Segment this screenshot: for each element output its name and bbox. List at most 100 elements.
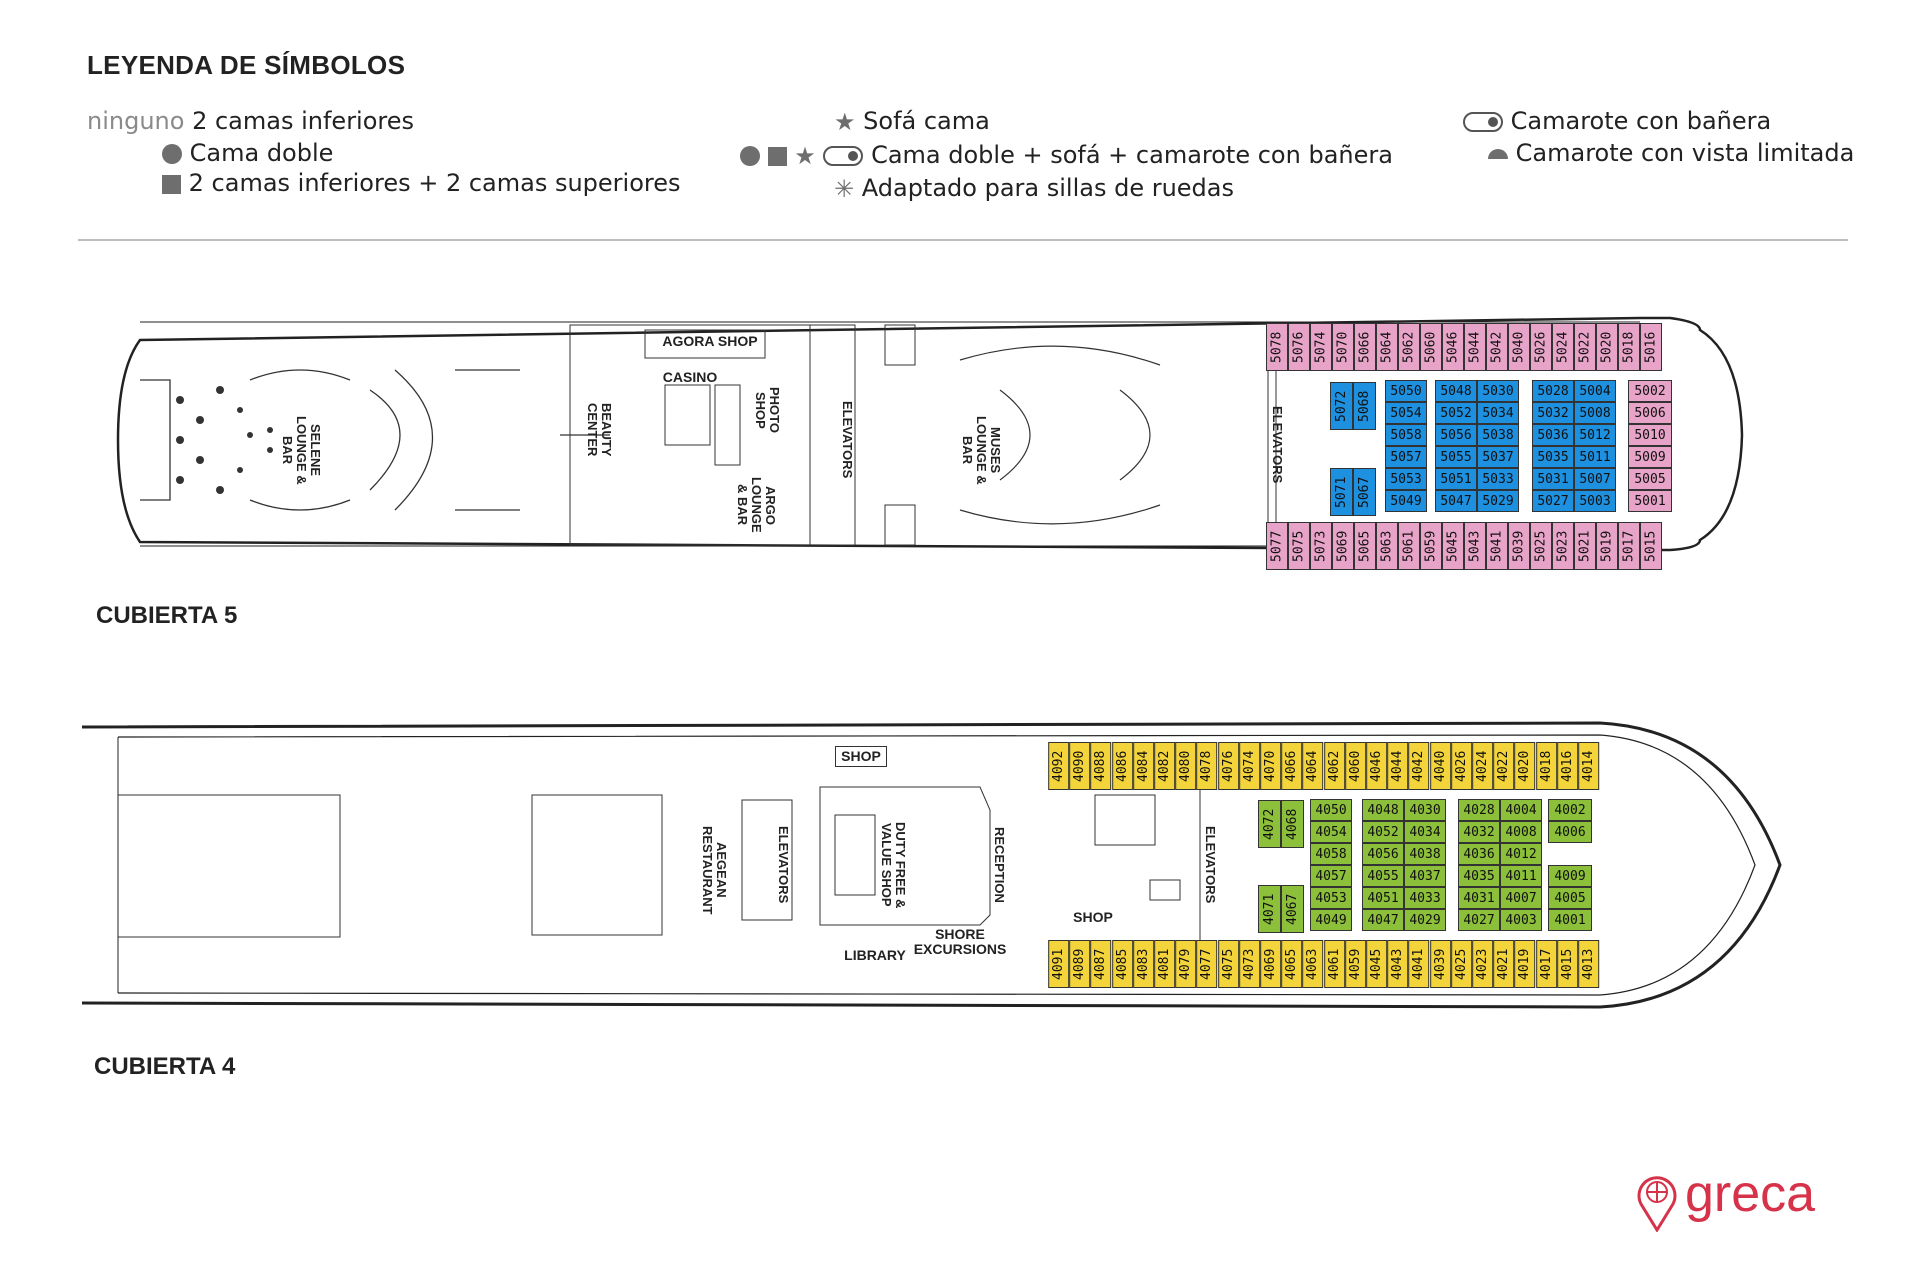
cabin-5036: 5036 xyxy=(1532,424,1574,446)
cabin-4016: 4016 xyxy=(1556,742,1578,790)
cabin-5028: 5028 xyxy=(1532,380,1574,402)
cabin-5073: 5073 xyxy=(1310,522,1332,570)
cabin-5074: 5074 xyxy=(1310,323,1332,371)
cabin-4084: 4084 xyxy=(1132,742,1154,790)
cabin-4047: 4047 xyxy=(1362,909,1404,931)
combo-dot-icon xyxy=(740,146,760,166)
cabin-4059: 4059 xyxy=(1344,940,1366,988)
cabin-5046: 5046 xyxy=(1442,323,1464,371)
combo-bathtub-icon xyxy=(823,146,864,166)
cabin-5039: 5039 xyxy=(1508,522,1530,570)
cabin-4004: 4004 xyxy=(1500,799,1542,821)
cabin-5018: 5018 xyxy=(1618,323,1640,371)
cabin-4034: 4034 xyxy=(1404,821,1446,843)
cabin-4083: 4083 xyxy=(1132,940,1154,988)
cabin-5019: 5019 xyxy=(1596,522,1618,570)
cabin-5071: 5071 xyxy=(1330,468,1353,516)
cabin-5065: 5065 xyxy=(1354,522,1376,570)
cabin-4070: 4070 xyxy=(1260,742,1282,790)
cabin-5026: 5026 xyxy=(1530,323,1552,371)
muses-lounge-label: MUSES LOUNGE & BAR xyxy=(960,415,1003,485)
cabin-4023: 4023 xyxy=(1472,940,1494,988)
cabin-4038: 4038 xyxy=(1404,843,1446,865)
cabin-4049: 4049 xyxy=(1310,909,1352,931)
cabin-4091: 4091 xyxy=(1048,940,1070,988)
cabin-4069: 4069 xyxy=(1260,940,1282,988)
cabin-5075: 5075 xyxy=(1288,522,1310,570)
cabin-4048: 4048 xyxy=(1362,799,1404,821)
selene-lounge-label: SELENE LOUNGE & BAR xyxy=(280,415,323,485)
cabin-5054: 5054 xyxy=(1385,402,1427,424)
cabin-4005: 4005 xyxy=(1548,887,1592,909)
cabin-4039: 4039 xyxy=(1429,940,1451,988)
cabin-4037: 4037 xyxy=(1404,865,1446,887)
legend-sofa: ★ Sofá cama xyxy=(834,106,990,136)
cabin-4019: 4019 xyxy=(1514,940,1536,988)
cabin-5049: 5049 xyxy=(1385,490,1427,512)
cabin-4031: 4031 xyxy=(1458,887,1500,909)
cabin-4088: 4088 xyxy=(1090,742,1112,790)
cabin-4027: 4027 xyxy=(1458,909,1500,931)
cabin-4087: 4087 xyxy=(1090,940,1112,988)
cabin-4075: 4075 xyxy=(1217,940,1239,988)
legend-wheelchair-text: Adaptado para sillas de ruedas xyxy=(861,174,1234,202)
cabin-5077: 5077 xyxy=(1266,522,1288,570)
cabin-5057: 5057 xyxy=(1385,446,1427,468)
cabin-4001: 4001 xyxy=(1548,909,1592,931)
cabin-4012: 4012 xyxy=(1500,843,1542,865)
cabin-4018: 4018 xyxy=(1535,742,1557,790)
cabin-5047: 5047 xyxy=(1435,490,1477,512)
cabin-5069: 5069 xyxy=(1332,522,1354,570)
deck5-label: CUBIERTA 5 xyxy=(96,602,238,629)
cabin-5066: 5066 xyxy=(1354,323,1376,371)
cabin-4029: 4029 xyxy=(1404,909,1446,931)
shore-excursions-label: SHORE EXCURSIONS xyxy=(913,926,1007,957)
cabin-4021: 4021 xyxy=(1493,940,1515,988)
cabin-4015: 4015 xyxy=(1556,940,1578,988)
cabin-4040: 4040 xyxy=(1429,742,1451,790)
cabin-5043: 5043 xyxy=(1464,522,1486,570)
cabin-4003: 4003 xyxy=(1500,909,1542,931)
cabin-4035: 4035 xyxy=(1458,865,1500,887)
cabin-4026: 4026 xyxy=(1450,742,1472,790)
elevators-label: ELEVATORS xyxy=(1270,406,1285,484)
cabin-5052: 5052 xyxy=(1435,402,1477,424)
cabin-5025: 5025 xyxy=(1530,522,1552,570)
legend-title: LEYENDA DE SÍMBOLOS xyxy=(87,50,406,80)
cabin-4044: 4044 xyxy=(1387,742,1409,790)
combo-square-icon xyxy=(767,146,787,166)
cabin-5029: 5029 xyxy=(1477,490,1519,512)
cabin-5051: 5051 xyxy=(1435,468,1477,490)
cabin-5056: 5056 xyxy=(1435,424,1477,446)
cabin-5068: 5068 xyxy=(1353,382,1376,430)
cabin-4024: 4024 xyxy=(1472,742,1494,790)
legend-double-bed-text: Cama doble xyxy=(189,139,334,167)
argo-lounge-label: ARGO LOUNGE & BAR xyxy=(735,477,778,533)
cabin-5005: 5005 xyxy=(1628,468,1672,490)
cabin-5006: 5006 xyxy=(1628,402,1672,424)
cabin-5044: 5044 xyxy=(1464,323,1486,371)
bathtub-icon xyxy=(1463,112,1503,132)
cabin-4077: 4077 xyxy=(1196,940,1218,988)
cabin-5033: 5033 xyxy=(1477,468,1519,490)
elevators-label: ELEVATORS xyxy=(1203,826,1218,904)
cabin-4032: 4032 xyxy=(1458,821,1500,843)
cabin-4067: 4067 xyxy=(1281,885,1304,933)
cabin-5004: 5004 xyxy=(1574,380,1616,402)
double-bed-icon xyxy=(162,144,182,164)
legend-combo: ★ Cama doble + sofá + camarote con bañer… xyxy=(740,140,1393,170)
shop-top-label: SHOP xyxy=(835,746,887,767)
cabin-5009: 5009 xyxy=(1628,446,1672,468)
deck4-label: CUBIERTA 4 xyxy=(94,1053,236,1080)
legend-none-word: ninguno xyxy=(87,107,185,135)
cabin-4017: 4017 xyxy=(1535,940,1557,988)
cabin-4051: 4051 xyxy=(1362,887,1404,909)
cabin-4045: 4045 xyxy=(1366,940,1388,988)
cabin-4050: 4050 xyxy=(1310,799,1352,821)
cabin-5032: 5032 xyxy=(1532,402,1574,424)
cabin-5072: 5072 xyxy=(1330,382,1353,430)
cabin-4009: 4009 xyxy=(1548,865,1592,887)
cabin-4062: 4062 xyxy=(1323,742,1345,790)
elevators-label: ELEVATORS xyxy=(840,401,855,479)
legend-sofa-text: Sofá cama xyxy=(863,107,990,135)
